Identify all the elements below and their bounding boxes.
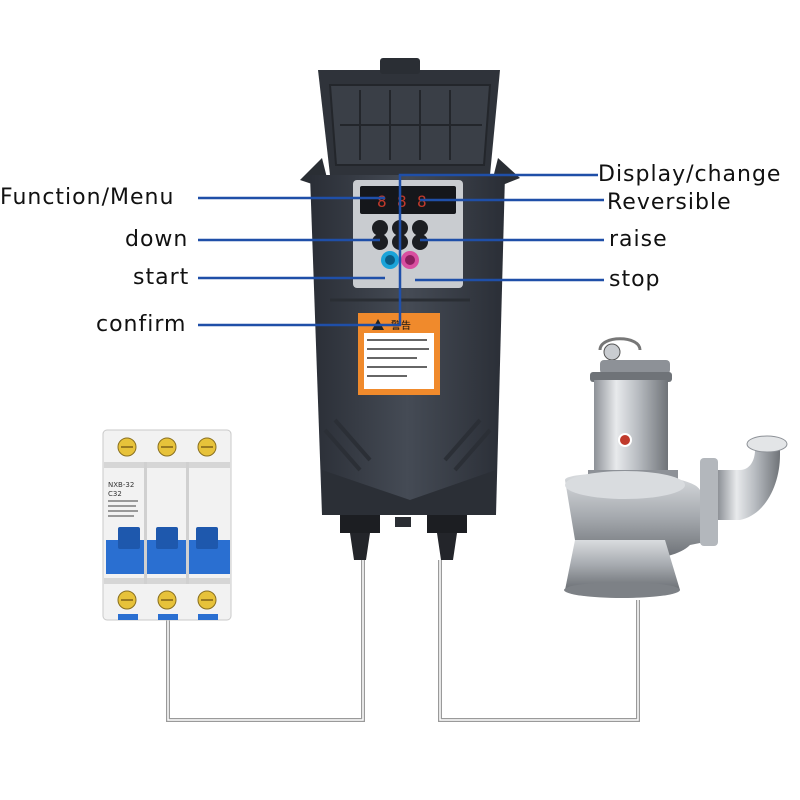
circuit-breaker: NXB-32 C32	[102, 429, 232, 621]
label-stop: stop	[609, 267, 661, 292]
label-reversible: Reversible	[607, 190, 732, 215]
label-down: down	[125, 227, 189, 252]
breaker-rating: C32	[108, 490, 122, 498]
breaker-model: NXB-32	[108, 481, 134, 489]
warning-lines	[367, 339, 429, 377]
label-start: start	[133, 265, 190, 290]
label-raise: raise	[609, 227, 668, 252]
svg-text:8: 8	[377, 192, 387, 211]
leader-lines	[198, 173, 604, 327]
submersible-pump	[564, 337, 788, 598]
label-function-menu: Function/Menu	[0, 185, 175, 210]
svg-text:8: 8	[397, 192, 407, 211]
label-confirm: confirm	[96, 312, 187, 337]
power-wires	[166, 560, 640, 722]
keypad-buttons	[372, 220, 428, 269]
label-display-change: Display/change	[598, 162, 782, 187]
svg-text:8: 8	[417, 192, 427, 211]
